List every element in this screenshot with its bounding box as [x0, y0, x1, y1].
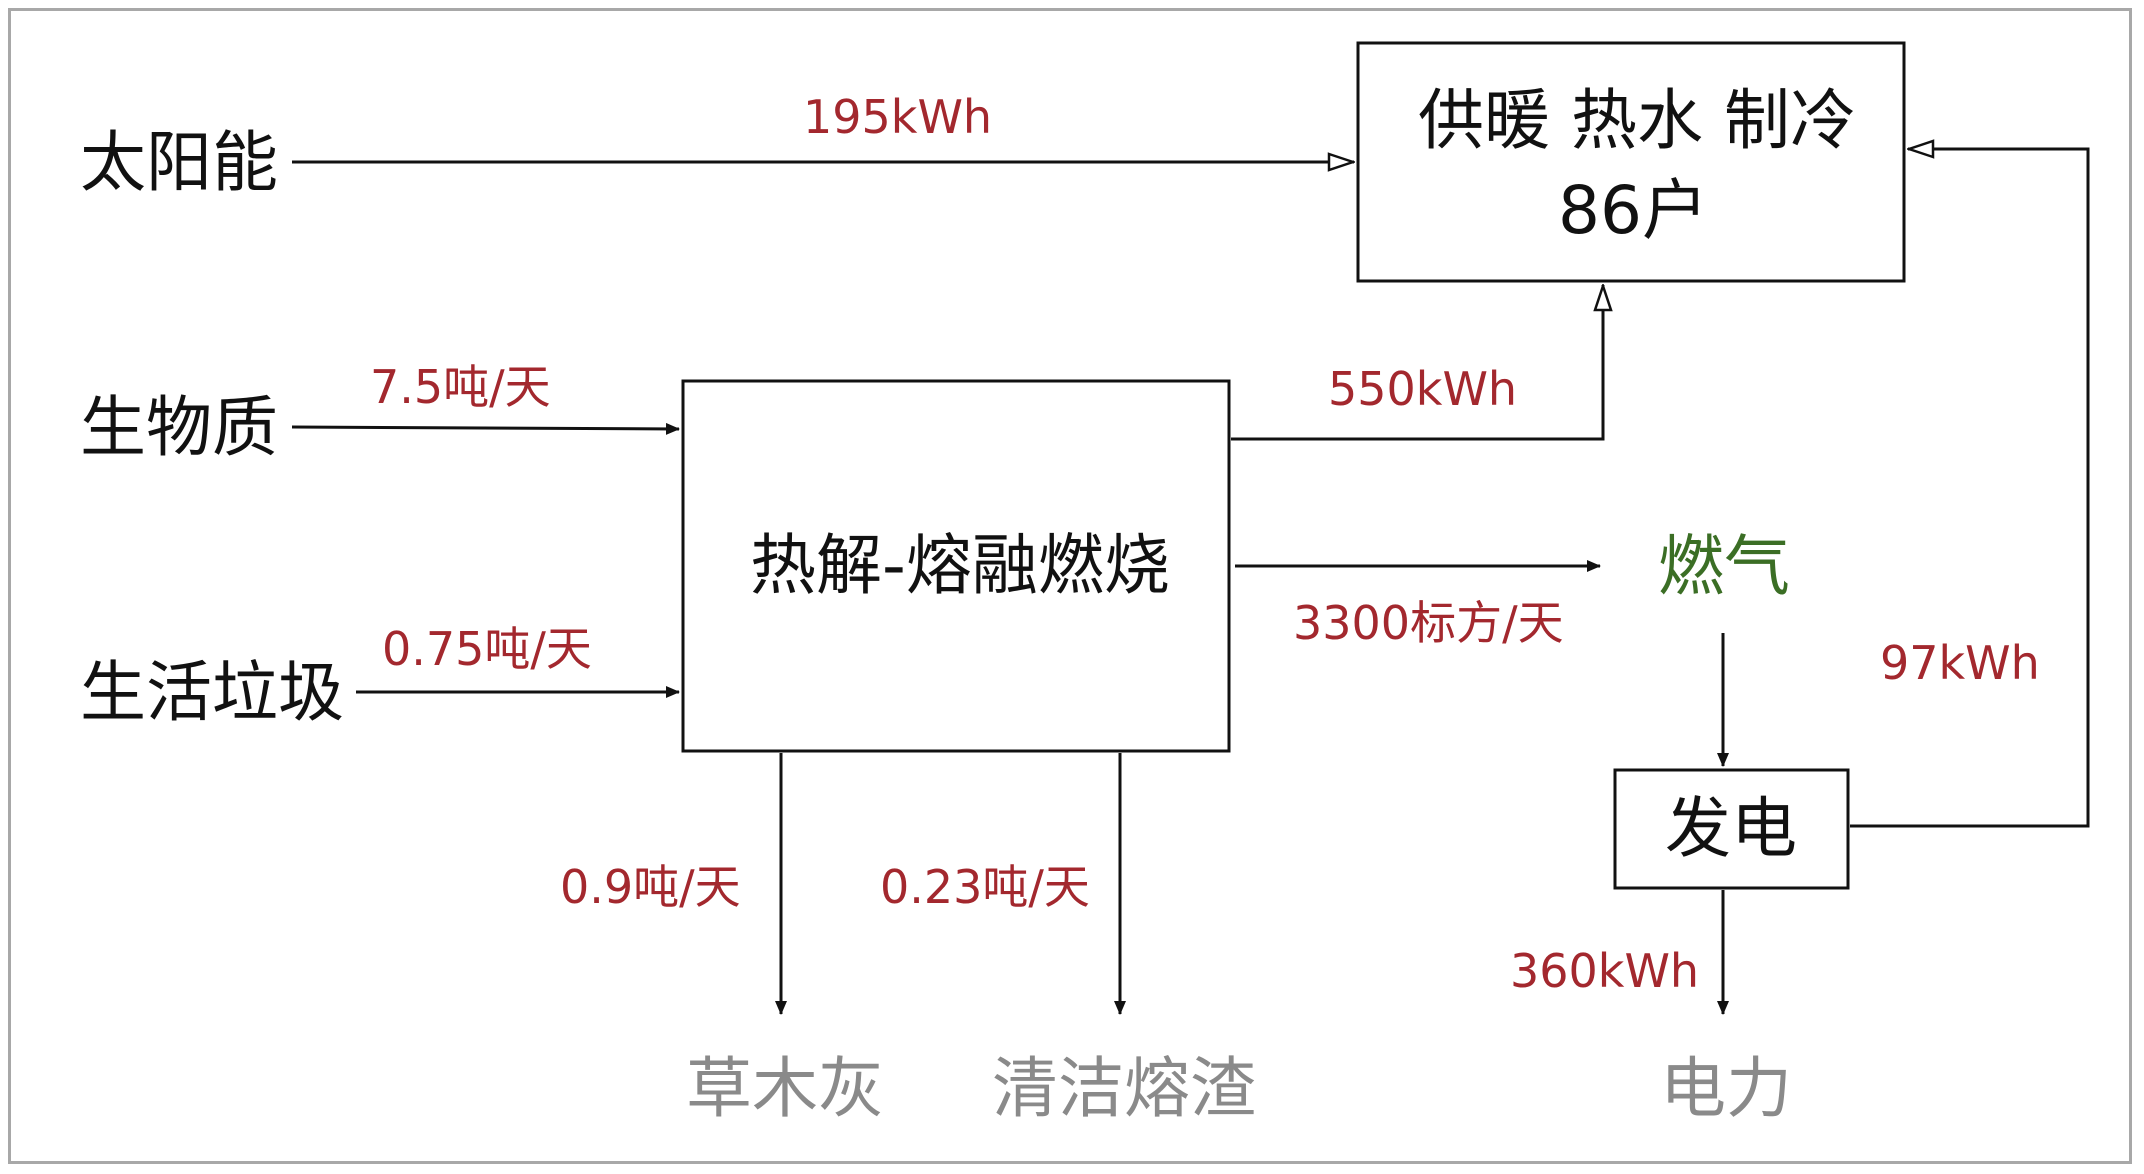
process-box [681, 379, 1231, 753]
diagram-frame [8, 8, 2132, 1164]
gen-to-heating-arrow [1850, 149, 2090, 828]
product-ash: 草木灰 [686, 1050, 884, 1127]
source-garbage: 生活垃圾 [80, 654, 344, 731]
source-solar: 太阳能 [80, 124, 278, 201]
flow-biomass-rate: 7.5吨/天 [370, 360, 551, 414]
heating-box-title: 供暖 热水 制冷 [1418, 82, 1856, 159]
heating-households: 86户 [1558, 172, 1708, 249]
heating-box [1356, 41, 1906, 283]
flow-slag-rate: 0.23吨/天 [880, 860, 1090, 914]
source-biomass: 生物质 [80, 389, 278, 466]
product-power: 电力 [1660, 1050, 1792, 1127]
process-heat-arrow [1231, 285, 1603, 441]
biomass-arrow [291, 422, 680, 435]
flow-gen-to-heating: 97kWh [1880, 636, 2040, 690]
flow-ash-rate: 0.9吨/天 [560, 860, 741, 914]
flow-gas-volume: 3300标方/天 [1293, 596, 1564, 650]
flow-process-heat: 550kWh [1328, 362, 1518, 416]
product-slag: 清洁熔渣 [992, 1050, 1256, 1127]
power-gen-box-title: 发电 [1665, 790, 1797, 867]
flow-garbage-rate: 0.75吨/天 [382, 622, 592, 676]
product-gas: 燃气 [1658, 528, 1790, 605]
power-gen-box [1613, 768, 1850, 890]
flow-solar-energy: 195kWh [803, 90, 993, 144]
process-box-title: 热解-熔融燃烧 [750, 527, 1170, 604]
flow-electricity: 360kWh [1510, 944, 1700, 998]
